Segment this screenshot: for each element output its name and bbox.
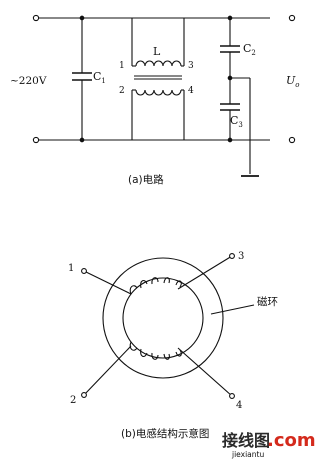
circuit-caption: (a)电路 bbox=[128, 173, 164, 186]
winding-turns-bottom bbox=[129, 341, 182, 360]
inductor-label: L bbox=[153, 45, 161, 58]
pin-4-label: 4 bbox=[188, 86, 194, 96]
ground-connection bbox=[230, 77, 259, 177]
inductor-winding-bottom bbox=[131, 89, 185, 140]
watermark-cn: 接线图 bbox=[222, 431, 270, 450]
capacitor-c3 bbox=[220, 78, 240, 140]
toroid-core-inner bbox=[122, 277, 204, 359]
watermark-dotcom: .com bbox=[267, 430, 316, 451]
c3-label: C3 bbox=[230, 114, 243, 129]
lead-wire-2 bbox=[83, 345, 132, 396]
toroid-pin-3-label: 3 bbox=[238, 251, 244, 262]
input-terminal-top bbox=[32, 14, 40, 22]
lead-wire-4 bbox=[177, 347, 233, 397]
structure-caption: (b)电感结构示意图 bbox=[121, 427, 209, 440]
output-voltage-label: Uo bbox=[286, 74, 300, 89]
pin-2-label: 2 bbox=[119, 86, 125, 96]
watermark-domain: jiexiantu bbox=[231, 450, 264, 459]
pin-2-terminal bbox=[81, 392, 87, 398]
toroid-pin-4-label: 4 bbox=[236, 400, 242, 411]
input-voltage-label: ~220V bbox=[10, 75, 47, 87]
core-label-leader bbox=[210, 304, 255, 315]
capacitor-c2 bbox=[220, 18, 240, 78]
c1-label: C1 bbox=[93, 70, 106, 85]
output-terminal-top bbox=[288, 14, 296, 22]
toroid-pin-2-label: 2 bbox=[70, 395, 76, 406]
pin-1-terminal bbox=[81, 268, 87, 274]
core-label: 磁环 bbox=[257, 295, 278, 308]
toroid-pin-1-label: 1 bbox=[68, 263, 74, 274]
pin-3-terminal bbox=[229, 253, 235, 259]
pin-4-terminal bbox=[229, 393, 235, 399]
capacitor-c1 bbox=[72, 18, 92, 140]
lead-wire-1 bbox=[83, 270, 132, 295]
lead-wire-3 bbox=[177, 255, 233, 290]
output-terminal-bottom bbox=[288, 136, 296, 144]
watermark-logo: 接线图 .com jiexiantu bbox=[222, 430, 316, 459]
toroid-core-outer bbox=[102, 257, 224, 379]
c2-label: C2 bbox=[243, 42, 256, 57]
input-terminal-bottom bbox=[32, 136, 40, 144]
circuit-diagram bbox=[32, 14, 296, 177]
inductor-winding-top bbox=[131, 18, 185, 67]
toroid-inductor bbox=[81, 253, 255, 399]
pin-3-label: 3 bbox=[188, 61, 194, 71]
winding-turns-top bbox=[129, 277, 182, 295]
pin-1-label: 1 bbox=[119, 61, 125, 71]
